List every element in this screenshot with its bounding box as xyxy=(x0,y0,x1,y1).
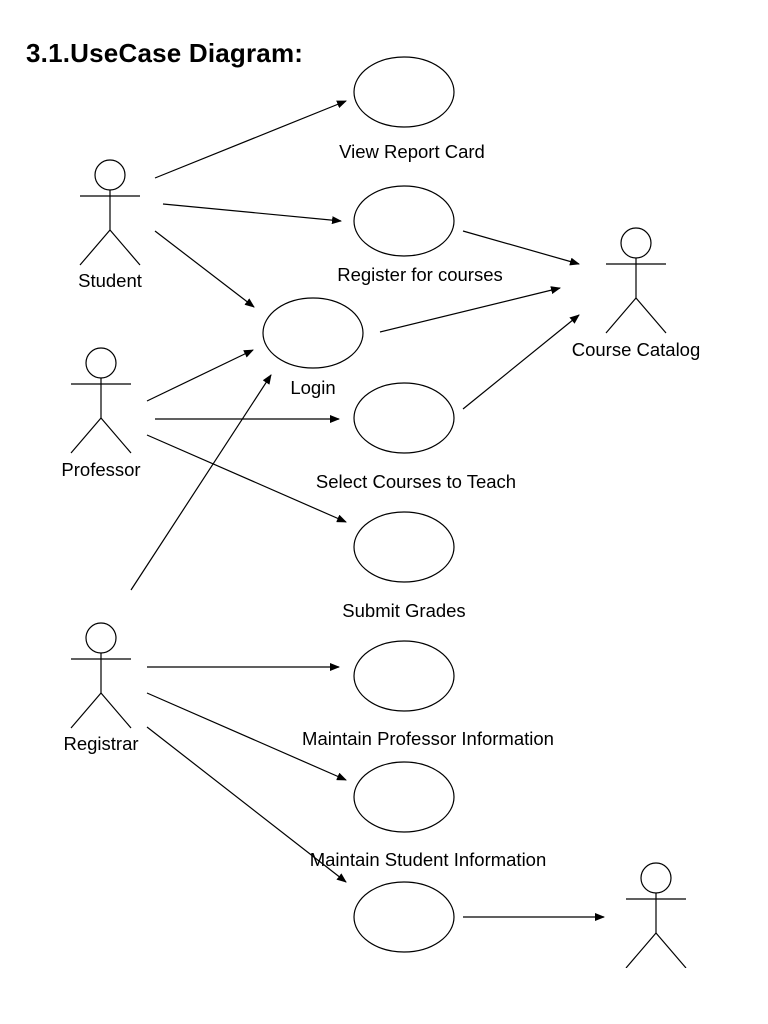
actor-student: Student xyxy=(78,159,142,291)
actor-label: Student xyxy=(78,270,142,291)
use-case-maintain-student: Maintain Student Information xyxy=(310,761,547,870)
use-case-select-courses: Select Courses to Teach xyxy=(316,382,516,492)
association-arrow-student-to-view_report_card xyxy=(154,100,347,179)
association-arrow-register_for_courses-to-course_catalog xyxy=(462,230,580,266)
use-case-ellipse xyxy=(353,640,455,712)
actor-head xyxy=(85,347,117,379)
actor-head xyxy=(94,159,126,191)
use-case-login: Login xyxy=(262,297,364,398)
actor-registrar: Registrar xyxy=(63,622,139,754)
actor-left-leg xyxy=(70,692,102,729)
use-case-ellipse xyxy=(353,761,455,833)
use-case-register-for-courses: Register for courses xyxy=(337,185,503,285)
page-bottom-margin xyxy=(0,968,768,1024)
use-case-view-report-card: View Report Card xyxy=(339,56,485,162)
association-arrow-select_courses-to-course_catalog xyxy=(462,314,580,410)
association-arrow-registrar-to-login xyxy=(130,374,272,591)
use-case-label: Register for courses xyxy=(337,264,503,285)
actor-unnamed-actor xyxy=(625,862,687,969)
actor-right-leg xyxy=(655,932,687,969)
use-case-label: Select Courses to Teach xyxy=(316,471,516,492)
actor-professor: Professor xyxy=(61,347,141,480)
association-arrow-student-to-login xyxy=(154,230,255,308)
actor-left-leg xyxy=(605,297,637,334)
actor-right-leg xyxy=(635,297,667,334)
actor-right-leg xyxy=(100,417,132,454)
use-case-ellipse xyxy=(353,56,455,128)
use-case-ellipse xyxy=(353,382,455,454)
actor-head xyxy=(85,622,117,654)
use-case-ellipse xyxy=(353,881,455,953)
actor-right-leg xyxy=(100,692,132,729)
page-title: 3.1.UseCase Diagram: xyxy=(26,38,304,68)
actor-head xyxy=(620,227,652,259)
association-arrow-professor-to-submit_grades xyxy=(146,434,347,523)
use-case-label: Maintain Student Information xyxy=(310,849,547,870)
actor-label: Professor xyxy=(61,459,140,480)
actor-left-leg xyxy=(625,932,657,969)
use-case-label: Submit Grades xyxy=(342,600,465,621)
actor-label: Registrar xyxy=(63,733,138,754)
association-arrow-registrar-to-close_registration xyxy=(146,726,347,883)
association-arrow-student-to-register_for_courses xyxy=(162,203,342,225)
use-case-label: View Report Card xyxy=(339,141,485,162)
actor-head xyxy=(640,862,672,894)
actor-left-leg xyxy=(70,417,102,454)
association-arrow-login-to-course_catalog xyxy=(379,286,561,333)
use-case-label: Login xyxy=(290,377,335,398)
actor-label: Course Catalog xyxy=(572,339,701,360)
use-case-maintain-professor: Maintain Professor Information xyxy=(302,640,554,749)
association-arrow-professor-to-login xyxy=(146,349,254,402)
actor-course-catalog: Course Catalog xyxy=(572,227,701,360)
use-case-submit-grades: Submit Grades xyxy=(342,511,466,621)
use-case-ellipse xyxy=(262,297,364,369)
use-case-label: Maintain Professor Information xyxy=(302,728,554,749)
actor-left-leg xyxy=(79,229,111,266)
association-arrow-registrar-to-maintain_student xyxy=(146,692,347,781)
use-case-ellipse xyxy=(353,185,455,257)
use-case-ellipse xyxy=(353,511,455,583)
actor-right-leg xyxy=(109,229,141,266)
